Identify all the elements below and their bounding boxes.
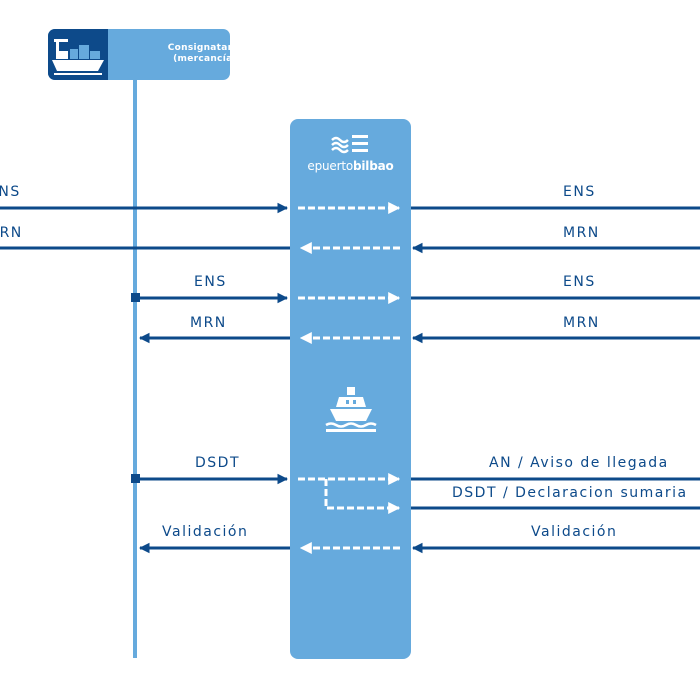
label-dsdt-right: DSDT / Declaracion sumaria — [452, 485, 688, 501]
label-mrn-actor: MRN — [190, 315, 227, 331]
actor-label-line1: Consignatario — [167, 43, 243, 53]
dashed-branch-dsdt — [324, 479, 401, 514]
ship-containers-icon — [48, 29, 108, 80]
hub-logo-prefix: epuerto — [307, 159, 353, 173]
waves-logo-icon — [328, 133, 374, 155]
label-an-right: AN / Aviso de llegada — [489, 455, 669, 471]
label-ens-right: ENS — [563, 184, 596, 200]
actor-label: Consignatario (mercancía) — [140, 43, 270, 65]
actor-label-line2: (mercancía) — [173, 54, 237, 64]
label-validacion-actor: Validación — [162, 524, 249, 540]
hub-logo-bold: bilbao — [353, 159, 394, 173]
actor-origin-dsdt — [131, 474, 140, 483]
actor-lifeline — [133, 80, 137, 658]
hub-logo-text: epuertobilbao — [290, 159, 411, 173]
label-ens-right-2: ENS — [563, 274, 596, 290]
label-ens-left: ENS — [0, 184, 21, 200]
label-validacion-right: Validación — [531, 524, 618, 540]
label-mrn-left: MRN — [0, 225, 23, 241]
ship-on-water-icon — [320, 383, 382, 435]
actor-origin-ens — [131, 293, 140, 302]
label-ens-actor: ENS — [194, 274, 227, 290]
label-mrn-right: MRN — [563, 225, 600, 241]
actor-consignatario: Consignatario (mercancía) — [48, 29, 242, 80]
label-mrn-right-2: MRN — [563, 315, 600, 331]
label-dsdt-actor: DSDT — [195, 455, 240, 471]
